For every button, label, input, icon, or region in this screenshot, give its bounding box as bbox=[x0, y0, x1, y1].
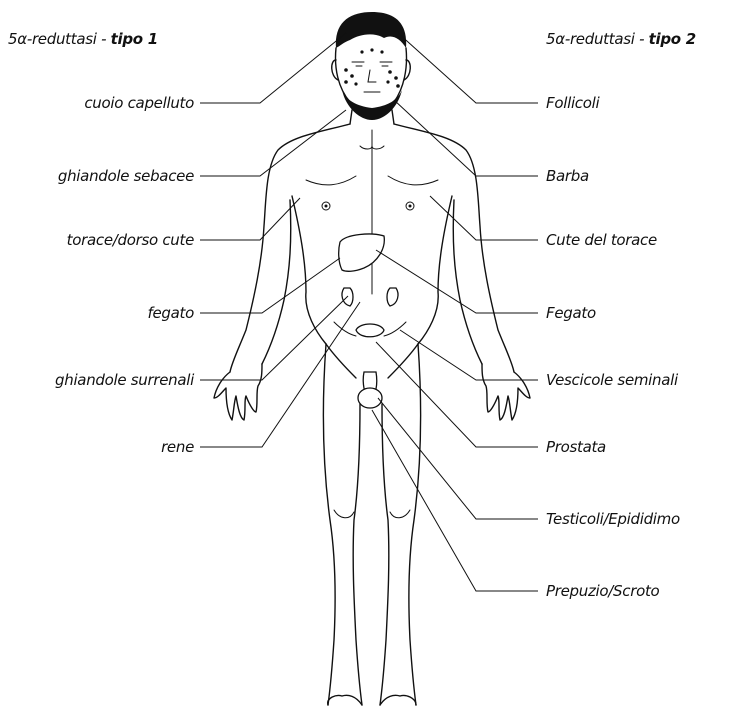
label-chest-back-skin: torace/dorso cute bbox=[67, 231, 194, 249]
hair bbox=[336, 12, 406, 48]
label-adrenal-glands: ghiandole surrenali bbox=[55, 371, 195, 389]
label-foreskin-scrotum: Prepuzio/Scroto bbox=[546, 582, 660, 600]
kidney-right bbox=[387, 288, 398, 306]
prostate bbox=[356, 324, 384, 337]
left-leg bbox=[323, 344, 335, 705]
label-liver-type2: Fegato bbox=[546, 304, 596, 322]
label-follicles: Follicoli bbox=[546, 94, 600, 112]
label-kidney: rene bbox=[161, 438, 194, 456]
leader-lines-left bbox=[200, 33, 360, 447]
header-type2: 5α-reduttasi - tipo 2 bbox=[546, 30, 696, 48]
human-figure bbox=[214, 12, 530, 705]
label-chest-skin: Cute del torace bbox=[546, 231, 657, 249]
leader-lines-right bbox=[372, 33, 538, 591]
label-liver-type1: fegato bbox=[148, 304, 195, 322]
header-type1: 5α-reduttasi - tipo 1 bbox=[8, 30, 158, 48]
label-sebaceous-glands: ghiandole sebacee bbox=[58, 167, 194, 185]
right-hand bbox=[482, 364, 530, 420]
label-testicles-epididymis: Testicoli/Epididimo bbox=[546, 510, 680, 528]
label-prostate: Prostata bbox=[546, 438, 606, 456]
labels-left: cuoio capelluto ghiandole sebacee torace… bbox=[55, 94, 195, 456]
label-seminal-vesicles: Vescicole seminali bbox=[546, 371, 679, 389]
right-leg bbox=[409, 344, 421, 705]
label-scalp: cuoio capelluto bbox=[84, 94, 194, 112]
left-hand bbox=[214, 364, 262, 420]
label-beard: Barba bbox=[546, 167, 589, 185]
labels-right: Follicoli Barba Cute del torace Fegato V… bbox=[546, 94, 680, 600]
liver bbox=[339, 234, 385, 271]
